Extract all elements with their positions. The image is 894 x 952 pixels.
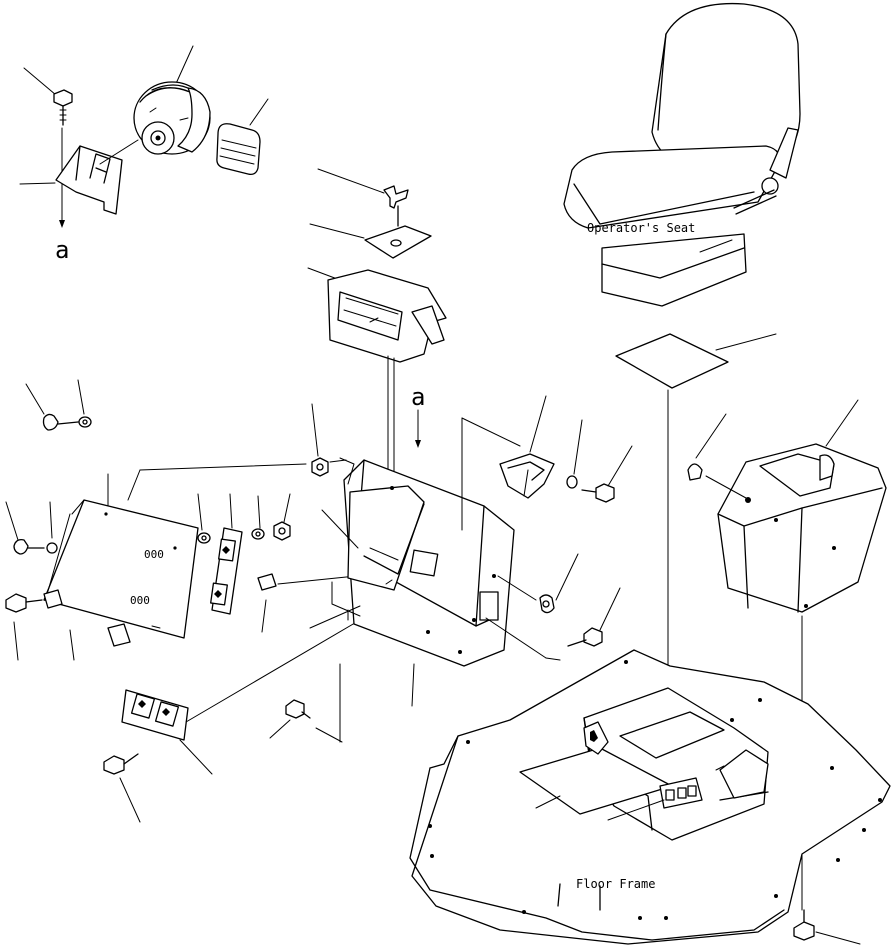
bracket-assembly (19, 45, 269, 228)
ref-label-a-top: a (55, 236, 69, 264)
lower-switch-plate (103, 619, 361, 823)
panel-marking-1: 000 (144, 548, 164, 561)
operator-seat-label: Operator's Seat (587, 221, 695, 235)
cup-holder-group (499, 395, 633, 647)
operator-seat: Operator's Seat (563, 2, 801, 307)
floor-frame: Floor Frame (409, 649, 891, 945)
floor-frame-label: Floor Frame (576, 877, 655, 891)
display-housing-group (307, 168, 447, 581)
panel-marking-2: 000 (130, 594, 150, 607)
mounting-bolt-bottom (793, 909, 861, 945)
switch-panel-group: 000 000 (5, 379, 357, 661)
control-stand (309, 417, 579, 743)
ref-label-a-mid: a (411, 383, 425, 411)
